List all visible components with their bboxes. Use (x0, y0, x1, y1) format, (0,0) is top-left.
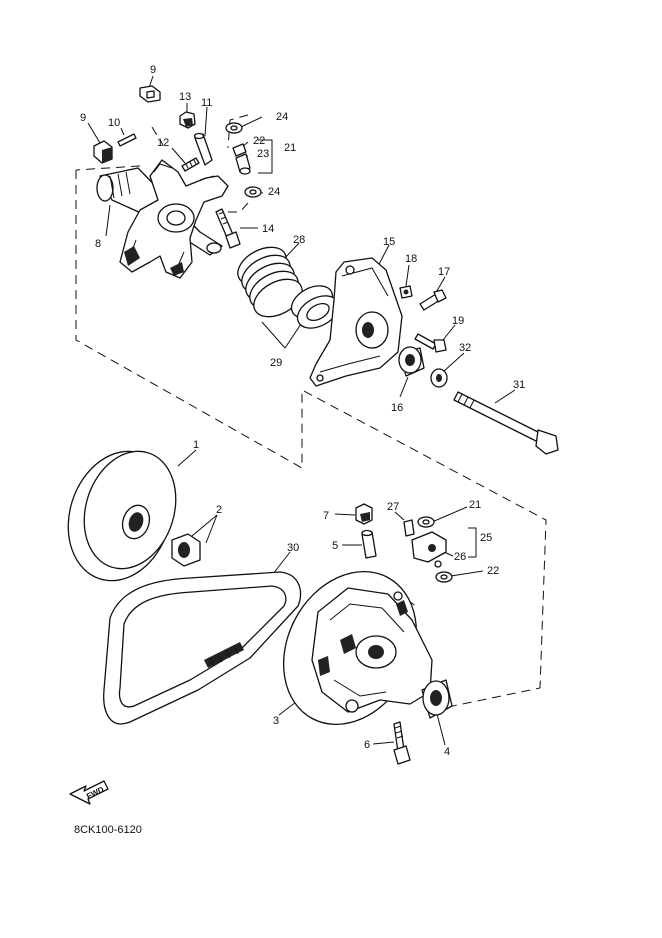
part-10-pin (117, 133, 137, 147)
part-9-clip-top (139, 85, 161, 103)
callout-18: 18 (405, 253, 417, 265)
part-18-washer (399, 285, 413, 299)
callout-28: 28 (293, 234, 305, 246)
part-12-screw (181, 157, 200, 172)
callout-2: 2 (216, 504, 222, 516)
part-32-washer (430, 368, 448, 388)
callout-3: 3 (273, 715, 279, 727)
callout-23: 23 (257, 148, 269, 160)
part-6-bolt (393, 721, 411, 765)
part-24-washer-lower (244, 186, 262, 198)
callout-25: 25 (480, 532, 492, 544)
part-17-bolt (419, 289, 447, 311)
callout-7: 7 (323, 510, 329, 522)
part-30-drive-belt (103, 571, 302, 725)
part-22-23-weight (232, 143, 251, 175)
part-28-spring (237, 246, 303, 318)
part-20-washer-lower (435, 571, 453, 583)
part-29-bushings (290, 285, 340, 329)
callout-24: 24 (276, 111, 288, 123)
callout-31: 31 (513, 379, 525, 391)
callout-26: 26 (454, 551, 466, 563)
part-11-pin (193, 132, 213, 166)
callout-19: 19 (452, 315, 464, 327)
callout-11: 11 (201, 97, 212, 109)
part-31-long-bolt (453, 391, 559, 455)
part-7-nut (355, 503, 373, 525)
fwd-arrow-icon: FWD (69, 780, 109, 805)
callout-14: 13 (179, 91, 191, 103)
callout-6: 6 (364, 739, 370, 751)
callout-20: 22 (487, 565, 499, 577)
part-24-washer-upper (225, 122, 243, 134)
callout-22: 22 (253, 135, 265, 147)
callout-16: 16 (391, 402, 403, 414)
part-13-bolt (215, 208, 241, 249)
part-3-movable-sheave (282, 570, 433, 726)
part-27-screw (403, 519, 415, 537)
callout-27: 27 (387, 501, 399, 513)
callout-5: 5 (332, 540, 338, 552)
leader-lines (87, 75, 516, 746)
callout-4: 4 (444, 746, 450, 758)
part-19-bolt (414, 333, 447, 353)
part-25-26-weight (411, 531, 447, 568)
callout-20: 21 (469, 499, 481, 511)
fwd-label: FWD (85, 785, 106, 801)
callout-32: 32 (459, 342, 471, 354)
part-4-roller (421, 679, 453, 719)
part-15-cover (309, 257, 403, 387)
callout-21: 21 (284, 142, 296, 154)
part-16-roller (398, 346, 425, 377)
callout-9: 9 (150, 64, 156, 76)
part-9-clip-left (93, 140, 113, 164)
callout-15: 15 (383, 236, 395, 248)
callout-29: 29 (270, 357, 282, 369)
callout-1: 1 (193, 439, 199, 451)
part-1-fixed-sheave (67, 450, 177, 582)
document-code: 8CK100-6120 (74, 824, 142, 836)
callout-9: 9 (80, 112, 86, 124)
callout-12: 12 (157, 137, 169, 149)
part-5-pin (361, 529, 377, 559)
callout-30: 30 (287, 542, 299, 554)
part-8-spider-hub (96, 159, 229, 279)
callout-13: 14 (262, 223, 274, 235)
callout-17: 17 (438, 266, 450, 278)
callout-labels: 9 9 10 13 11 12 24 22 23 21 24 14 8 28 1… (80, 64, 525, 758)
callout-8: 8 (95, 238, 101, 250)
part-2-bushing (171, 533, 201, 567)
callout-10: 10 (108, 117, 120, 129)
part-20-washer-upper (417, 516, 435, 528)
callout-24: 24 (268, 186, 280, 198)
part-14-nut (179, 111, 196, 129)
